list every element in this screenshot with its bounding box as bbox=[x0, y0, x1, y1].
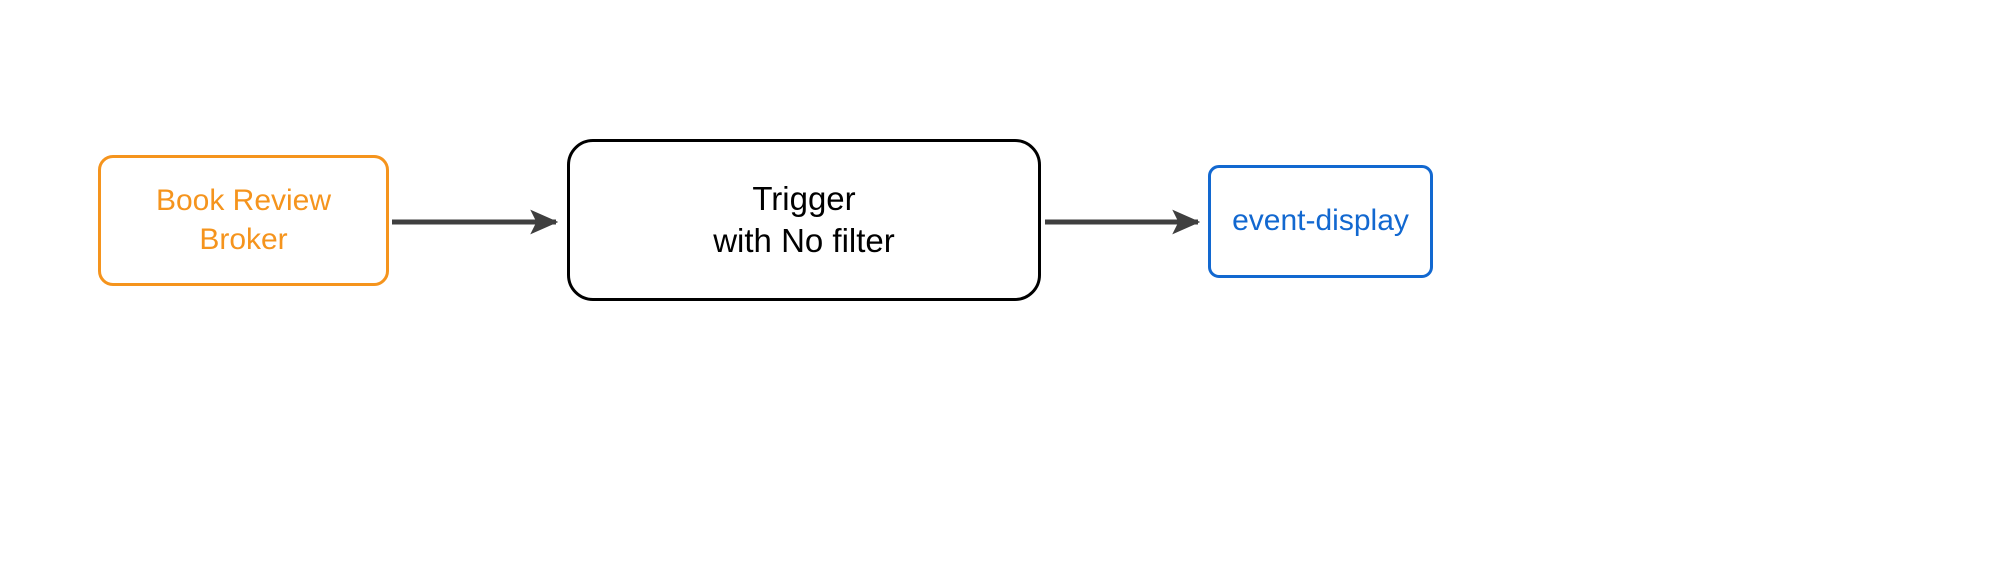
node-sink-label: event-display bbox=[1232, 204, 1409, 238]
node-trigger-label: Trigger with No filter bbox=[713, 179, 895, 259]
node-broker-label: Book Review Broker bbox=[155, 184, 332, 256]
node-event-display[interactable]: event-display bbox=[1208, 165, 1433, 278]
node-book-review-broker[interactable]: Book Review Broker bbox=[98, 155, 389, 286]
node-trigger-with-no-filter[interactable]: Trigger with No filter bbox=[567, 139, 1041, 301]
